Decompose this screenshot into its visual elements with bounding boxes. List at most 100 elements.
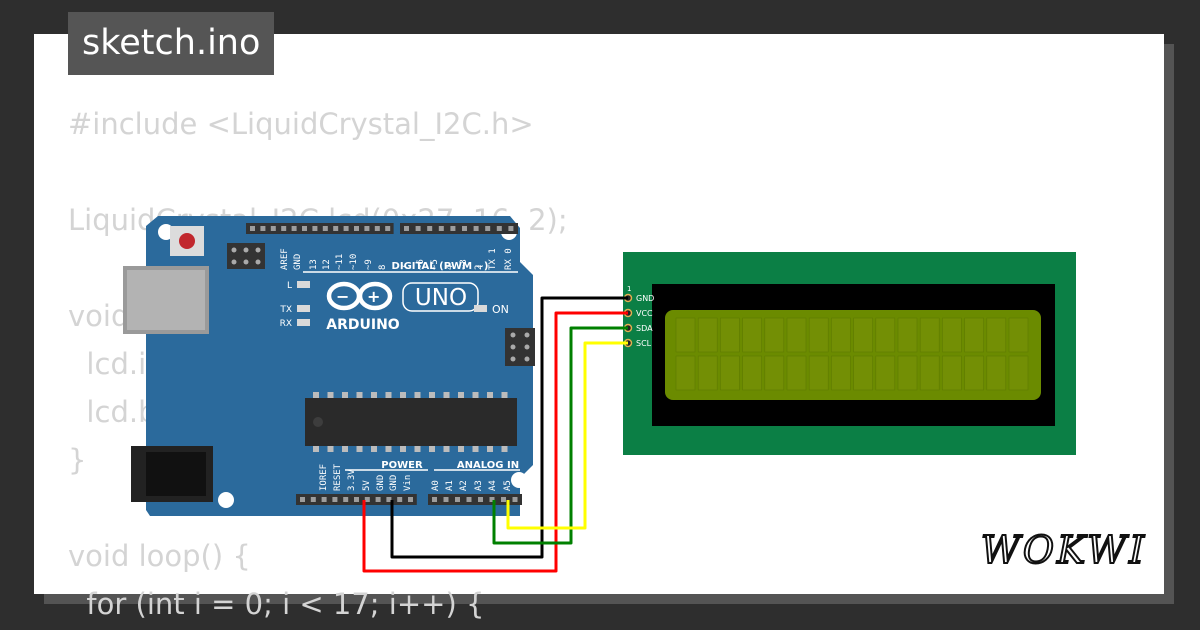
power-header-label: POWER xyxy=(381,460,423,471)
header-socket xyxy=(364,497,370,502)
lcd-pin-label: SDA xyxy=(636,324,653,333)
header-socket xyxy=(496,226,502,231)
power-pin-label: GND xyxy=(376,475,386,491)
header-socket xyxy=(354,226,359,231)
header-socket xyxy=(375,497,381,502)
header-socket xyxy=(438,226,444,231)
header-socket xyxy=(312,226,318,231)
header-socket xyxy=(462,226,467,231)
lcd-char-cell xyxy=(875,317,896,353)
power-pin-label: GND xyxy=(389,475,399,491)
power-pin-label: IOREF xyxy=(319,464,329,491)
svg-text:−: − xyxy=(336,287,349,306)
svg-text:RX: RX xyxy=(280,319,292,329)
header-socket xyxy=(408,497,413,502)
header-socket xyxy=(310,497,316,502)
lcd-char-cell xyxy=(853,317,873,353)
header-socket xyxy=(333,226,339,231)
icsp-header-right xyxy=(505,328,535,366)
analog-pin-label: A1 xyxy=(445,480,455,491)
digital-header-low xyxy=(400,223,518,234)
header-socket xyxy=(343,226,349,231)
lcd-char-cell xyxy=(919,355,940,391)
header-socket xyxy=(455,497,460,502)
lcd-char-cell xyxy=(786,317,807,353)
lcd-char-cell xyxy=(964,317,984,353)
header-socket xyxy=(260,226,266,231)
lcd-pin-label: GND xyxy=(636,294,654,303)
lcd-char-cell xyxy=(720,355,740,391)
lcd-pin-label: VCC xyxy=(636,309,653,318)
top-pin-label: RX 0 xyxy=(504,248,514,270)
lcd-char-cell xyxy=(919,317,940,353)
header-socket xyxy=(374,226,380,231)
header-socket xyxy=(364,226,370,231)
lcd-char-cell xyxy=(764,317,785,353)
svg-text:WOKWI: WOKWI xyxy=(981,528,1147,572)
header-socket xyxy=(291,226,297,231)
lcd-char-cell xyxy=(942,317,962,353)
lcd-char-cell xyxy=(808,355,829,391)
header-socket xyxy=(415,226,421,231)
lcd-char-cell xyxy=(742,355,762,391)
header-socket xyxy=(485,226,491,231)
svg-text:L: L xyxy=(287,281,292,291)
lcd-char-cell xyxy=(1008,317,1029,353)
digital-header-high xyxy=(246,223,394,234)
lcd-char-cell xyxy=(831,355,851,391)
lcd-char-cell xyxy=(897,317,918,353)
lcd-pin-label: SCL xyxy=(636,339,652,348)
header-socket xyxy=(450,226,456,231)
header-socket xyxy=(397,497,403,502)
header-socket xyxy=(508,226,514,231)
top-pin-label: ~10 xyxy=(349,254,359,270)
top-pin-label: 13 xyxy=(309,259,319,270)
svg-text:+: + xyxy=(367,287,380,306)
wire-gnd-to-gnd[interactable] xyxy=(390,296,628,559)
power-pin-label: RESET xyxy=(333,463,343,491)
lcd-char-cell xyxy=(808,317,829,353)
code-line: } xyxy=(68,443,87,477)
status-leds: L TX RX ON xyxy=(279,281,509,329)
filename-tab[interactable]: sketch.ino xyxy=(68,12,275,75)
analog-header xyxy=(428,494,522,505)
analog-pin-label: A2 xyxy=(459,480,469,491)
top-pin-label: 4 xyxy=(445,265,455,270)
header-socket xyxy=(322,226,328,231)
lcd-char-cell xyxy=(764,355,785,391)
header-socket xyxy=(473,226,479,231)
header-socket xyxy=(427,226,433,231)
arduino-logo: − + xyxy=(326,281,393,311)
header-socket xyxy=(250,226,255,231)
top-pin-label: 12 xyxy=(322,259,332,270)
power-pin-label: 3.3V xyxy=(347,469,357,491)
header-socket xyxy=(489,497,495,502)
lcd-char-cell xyxy=(675,317,696,353)
wire-5v-to-vcc[interactable] xyxy=(362,311,628,573)
wire-a5-to-scl[interactable] xyxy=(506,341,628,530)
analog-pin-label: A3 xyxy=(474,480,484,491)
lcd-char-cell xyxy=(986,317,1007,353)
header-socket xyxy=(386,497,392,502)
digital-header-label: DIGITAL (PWM ~) xyxy=(392,261,489,272)
uno-badge xyxy=(402,282,479,312)
lcd-char-cell xyxy=(697,355,718,391)
top-pin-label: TX 1 xyxy=(488,248,498,270)
top-pin-label: ~9 xyxy=(364,259,374,270)
lcd-char-cell xyxy=(942,355,962,391)
microcontroller-chip xyxy=(305,392,517,452)
header-socket xyxy=(332,497,338,502)
lcd-char-cell xyxy=(742,317,762,353)
header-socket xyxy=(270,226,276,231)
lcd-char-cell xyxy=(986,355,1007,391)
header-socket xyxy=(302,226,307,231)
analog-pin-label: A5 xyxy=(503,480,513,491)
wire-a4-to-sda[interactable] xyxy=(492,326,628,545)
header-socket xyxy=(385,226,391,231)
header-socket xyxy=(432,497,437,502)
lcd-char-cell xyxy=(1008,355,1029,391)
wokwi-logo: WOKWI xyxy=(980,527,1147,573)
